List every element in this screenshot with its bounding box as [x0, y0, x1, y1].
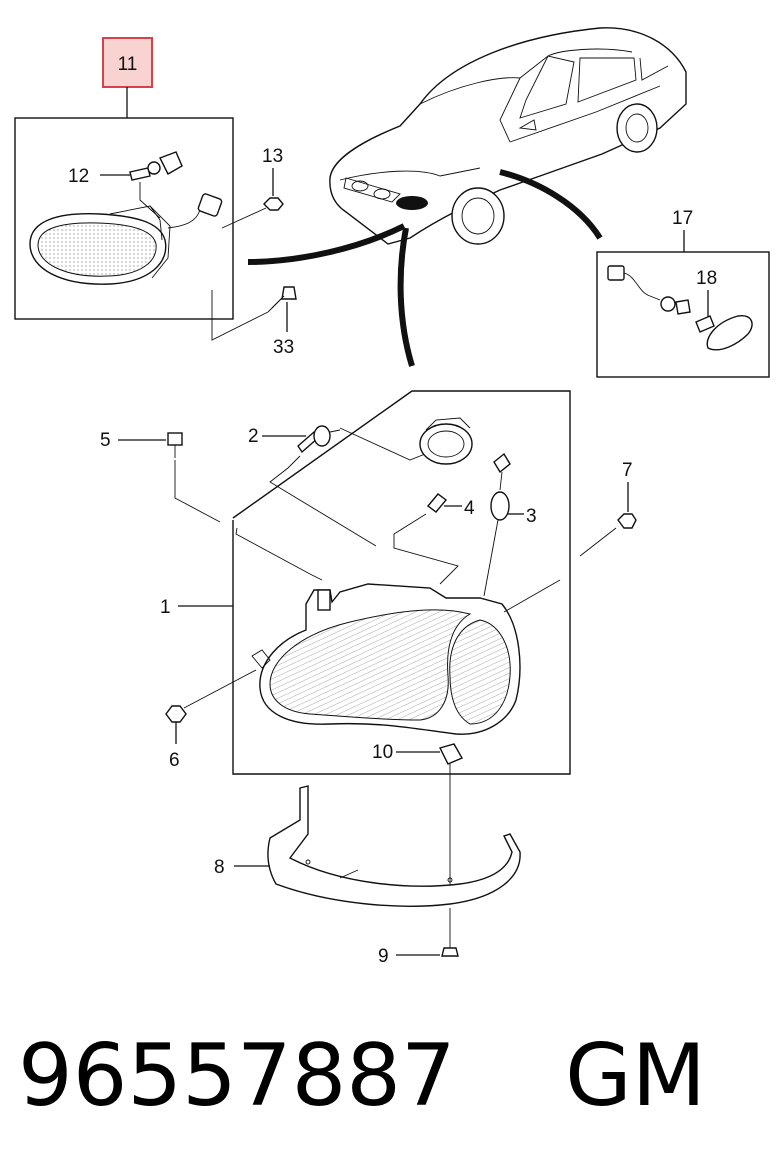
callout-18-label: 18	[696, 268, 717, 289]
bolt-5[interactable]	[167, 432, 183, 458]
callout-9-label: 9	[378, 946, 389, 967]
side-repeater-group-box	[596, 251, 770, 378]
callout-17-label: 17	[672, 208, 693, 229]
footer-caption: 96557887 GM	[18, 1026, 706, 1126]
headlamp-bulb-2[interactable]	[297, 425, 341, 454]
callout-1-label: 1	[160, 597, 171, 618]
callout-5-label: 5	[100, 430, 111, 451]
car-illustration	[329, 27, 687, 245]
callout-4-label: 4	[464, 498, 475, 519]
fog-lamp-group-box	[14, 117, 234, 320]
callout-11[interactable]: 11	[102, 37, 153, 88]
repeater-bulb-18[interactable]	[695, 315, 715, 333]
fog-bulb[interactable]	[129, 151, 183, 181]
nut-13[interactable]	[263, 197, 284, 211]
callout-33-label: 33	[273, 337, 294, 358]
callout-6-label: 6	[169, 750, 180, 771]
part-number: 96557887	[18, 1026, 456, 1126]
fog-lamp[interactable]	[29, 193, 223, 285]
callout-12-label: 12	[68, 166, 89, 187]
side-repeater-lamp[interactable]	[607, 265, 753, 351]
headlamp-cap[interactable]	[419, 417, 473, 465]
nut-6[interactable]	[165, 705, 187, 723]
callout-11-label: 11	[118, 54, 138, 75]
nut-7[interactable]	[617, 513, 637, 529]
callout-7-label: 7	[622, 460, 633, 481]
bulb-3[interactable]	[490, 452, 511, 521]
callout-13-label: 13	[262, 146, 283, 167]
clip-4[interactable]	[426, 493, 448, 513]
callout-10-label: 10	[372, 742, 393, 763]
bolt-33[interactable]	[267, 286, 297, 313]
headlamp-assembly[interactable]	[251, 583, 521, 735]
callout-3-label: 3	[526, 506, 537, 527]
callout-2-label: 2	[248, 426, 259, 447]
screw-9[interactable]	[441, 908, 459, 957]
brand-name: GM	[565, 1026, 706, 1126]
callout-8-label: 8	[214, 857, 225, 878]
clip-10[interactable]	[438, 743, 463, 765]
lower-bracket-8[interactable]	[267, 785, 521, 907]
